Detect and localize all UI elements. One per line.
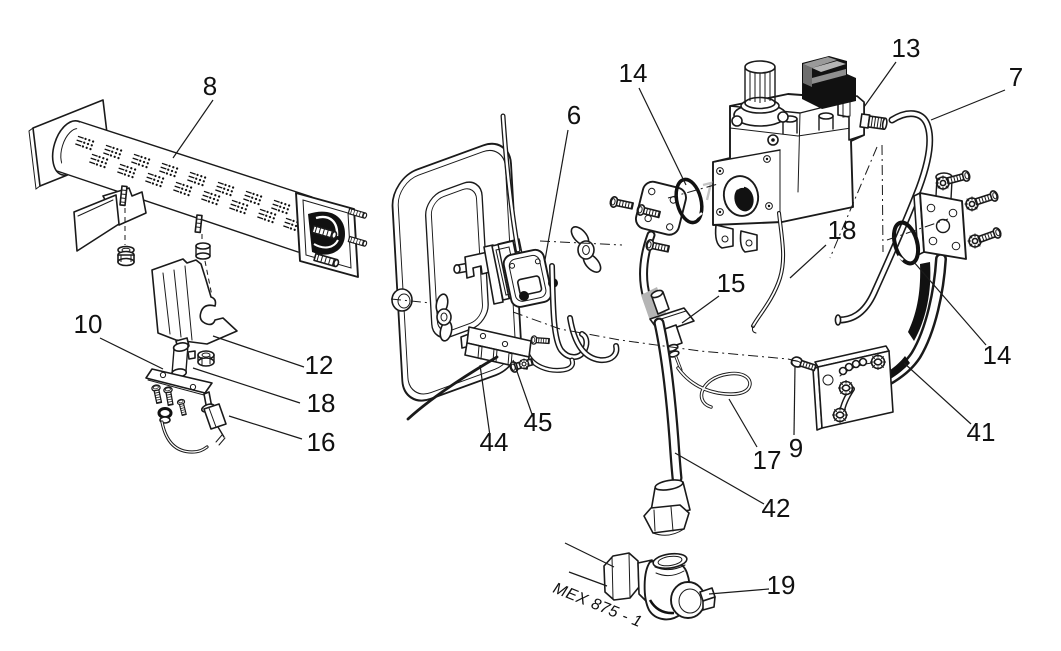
- pilot-electrode: [170, 337, 196, 378]
- tap-top-port: [652, 552, 688, 577]
- valve-ear: [837, 95, 865, 141]
- gas-valve-group: [712, 56, 888, 334]
- part-label-10: 10: [74, 309, 103, 339]
- pilot-tube-union: [643, 479, 691, 536]
- valve-outlet-fitting: [859, 113, 888, 131]
- part-label-44: 44: [480, 427, 509, 457]
- unlabeled-leader-b: [568, 571, 608, 587]
- valve-inlet-port: [716, 155, 773, 217]
- sight-hole: [391, 288, 413, 312]
- sight-glass-frame: [502, 248, 553, 308]
- main-burner-bar: [28, 99, 368, 297]
- pilot-supply-group: [608, 177, 752, 536]
- part-label-14-right: 14: [983, 340, 1012, 370]
- ignition-electrode-left: [200, 391, 227, 446]
- sight-glass-screw-left: [519, 291, 529, 301]
- injector-stud-and-spacer: [194, 214, 213, 297]
- part-label-12: 12: [305, 350, 334, 380]
- part-label-9: 9: [789, 433, 803, 463]
- screw-9: [790, 356, 817, 372]
- o-ring-right: [891, 220, 921, 266]
- part-label-17: 17: [753, 445, 782, 475]
- part-label-45: 45: [524, 407, 553, 437]
- part-labels: 8 10 12 18 16 6 44 45 14 13 7 18 15 17 9…: [74, 33, 1024, 600]
- gas-tap-group: [603, 552, 716, 621]
- pilot-burner-group: [145, 258, 238, 454]
- part-label-18-left: 18: [307, 388, 336, 418]
- part-label-42: 42: [762, 493, 791, 523]
- wing-nut-right: [570, 226, 602, 273]
- burner-fixing-screw: [117, 185, 135, 267]
- deflector-plate-front: [73, 194, 120, 252]
- ignition-electrode-15: [641, 287, 695, 372]
- tap-spindle: [670, 581, 716, 619]
- valve-bottom-tabs: [714, 224, 758, 253]
- valve-control-knob: [731, 60, 789, 127]
- pipe-bracket-41: [812, 345, 894, 431]
- part-label-7: 7: [1009, 62, 1023, 92]
- burner-mounting-flange: [295, 192, 368, 278]
- leader-lines: [99, 61, 1006, 595]
- bracket-screw-small: [530, 335, 551, 346]
- part-label-15: 15: [717, 268, 746, 298]
- unlabeled-leader-a: [564, 542, 615, 568]
- thermocouple-lead: [751, 211, 786, 328]
- pilot-grommet: [157, 407, 173, 424]
- mounting-strip: [483, 244, 504, 305]
- part-label-19: 19: [767, 570, 796, 600]
- part-label-6: 6: [567, 100, 581, 130]
- part-label-14-top: 14: [619, 58, 648, 88]
- pilot-nut-washer: [197, 350, 215, 367]
- pilot-wire-under-plate: [406, 355, 499, 421]
- pilot-cover-bracket: [151, 258, 238, 345]
- part-label-18-right: 18: [828, 215, 857, 245]
- gas-supply-group: [790, 110, 1003, 431]
- part-label-41: 41: [967, 417, 996, 447]
- wing-nut-left: [435, 293, 453, 342]
- pilot-lead-wire: [160, 420, 209, 454]
- part-label-13: 13: [892, 33, 921, 63]
- valve-top-bosses: [767, 112, 834, 146]
- print-artifact: [702, 181, 713, 201]
- valve-connector-block: [802, 56, 856, 109]
- combustion-chamber-cover-group: [391, 113, 620, 421]
- construction-lines: [390, 144, 949, 363]
- part-label-16: 16: [307, 427, 336, 457]
- part-label-8: 8: [203, 71, 217, 101]
